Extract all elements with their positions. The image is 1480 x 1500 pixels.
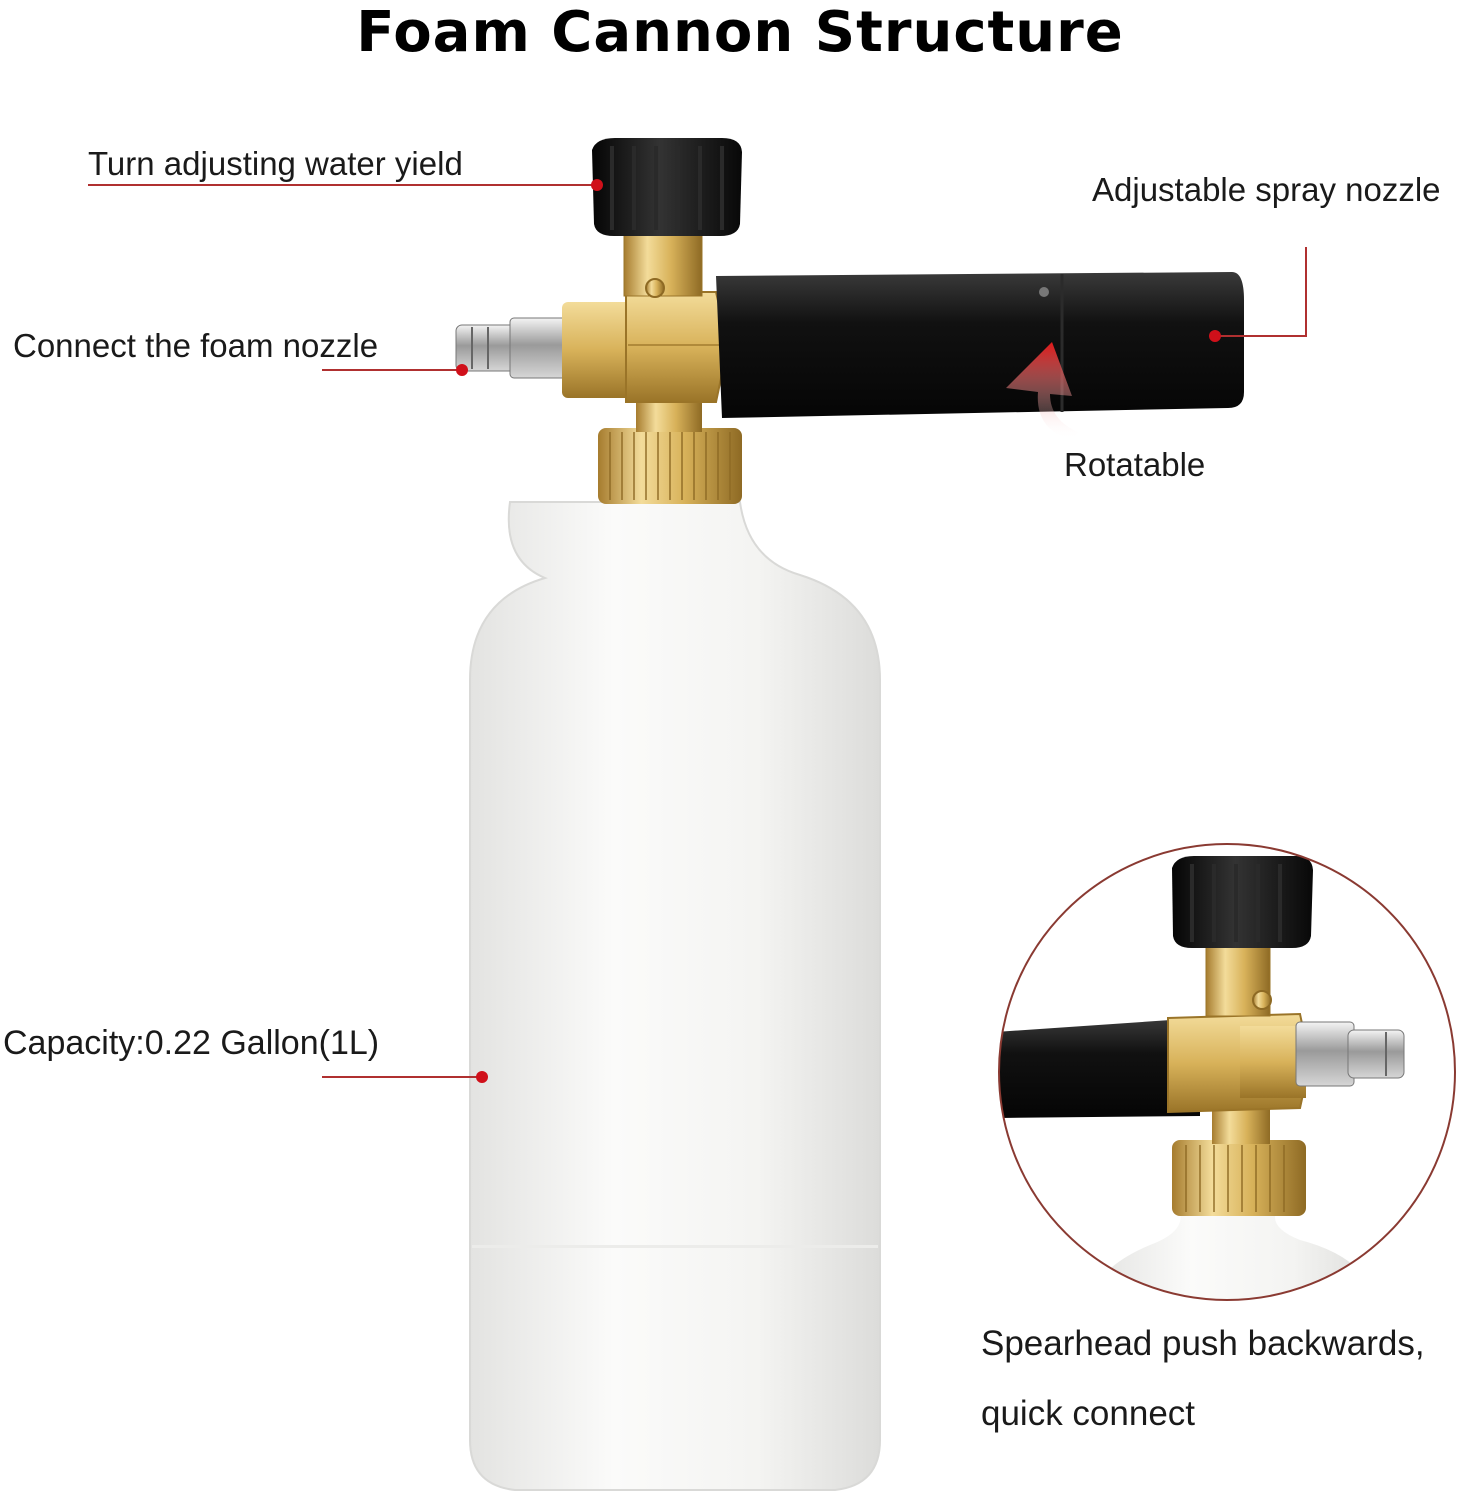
label-water-yield: Turn adjusting water yield xyxy=(88,145,463,182)
rotate-arrow-icon xyxy=(1006,342,1078,440)
label-foam-nozzle: Connect the foam nozzle xyxy=(13,327,379,364)
diagram-title: Foam Cannon Structure xyxy=(356,0,1124,65)
quick-connect-plug xyxy=(455,317,569,379)
label-rotatable: Rotatable xyxy=(1064,446,1206,483)
marker-dots xyxy=(456,179,1221,1083)
brass-body xyxy=(562,291,730,403)
detail-inset xyxy=(998,843,1456,1301)
label-capacity: Capacity:0.22 Gallon(1L) xyxy=(3,1024,380,1062)
label-quick-connect-line2: quick connect xyxy=(981,1394,1196,1433)
bottle xyxy=(469,501,881,1491)
spray-nozzle-tube xyxy=(716,272,1244,418)
water-yield-knob xyxy=(592,138,742,236)
leader-lines xyxy=(88,184,1307,1078)
label-spray-nozzle: Adjustable spray nozzle xyxy=(1092,171,1441,208)
label-quick-connect-line1: Spearhead push backwards, xyxy=(981,1324,1425,1363)
brass-collar xyxy=(598,428,742,504)
